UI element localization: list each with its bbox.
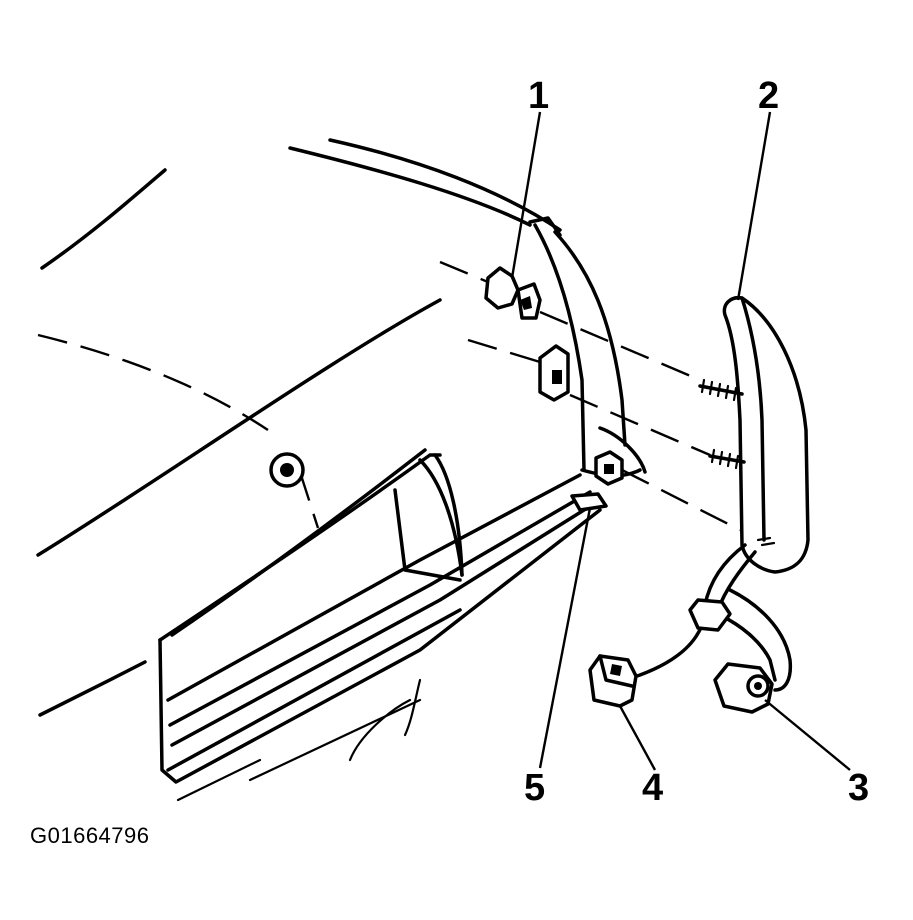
callout-2: 2 <box>758 75 779 117</box>
side-marker-lamp <box>722 295 810 574</box>
callout-1: 1 <box>528 75 549 117</box>
callout-4: 4 <box>642 767 663 809</box>
mounting-tab <box>570 492 608 512</box>
alignment-lines <box>439 260 741 532</box>
retainer-clip <box>484 266 542 320</box>
leader-lines <box>510 111 851 771</box>
wiring-harness <box>623 543 793 692</box>
bumper-fascia <box>158 448 602 802</box>
callout-3: 3 <box>848 767 869 809</box>
bulb-socket <box>713 662 774 714</box>
locator-pin <box>269 452 305 488</box>
mounting-stud <box>698 378 746 470</box>
body-clip-upper <box>538 344 570 402</box>
vehicle-body <box>36 138 647 717</box>
callout-5: 5 <box>524 767 545 809</box>
figure-id: G01664796 <box>30 823 150 848</box>
callout-labels: 1 2 3 4 5 <box>524 75 869 809</box>
electrical-connector <box>588 654 638 708</box>
body-clip-lower <box>594 450 624 486</box>
